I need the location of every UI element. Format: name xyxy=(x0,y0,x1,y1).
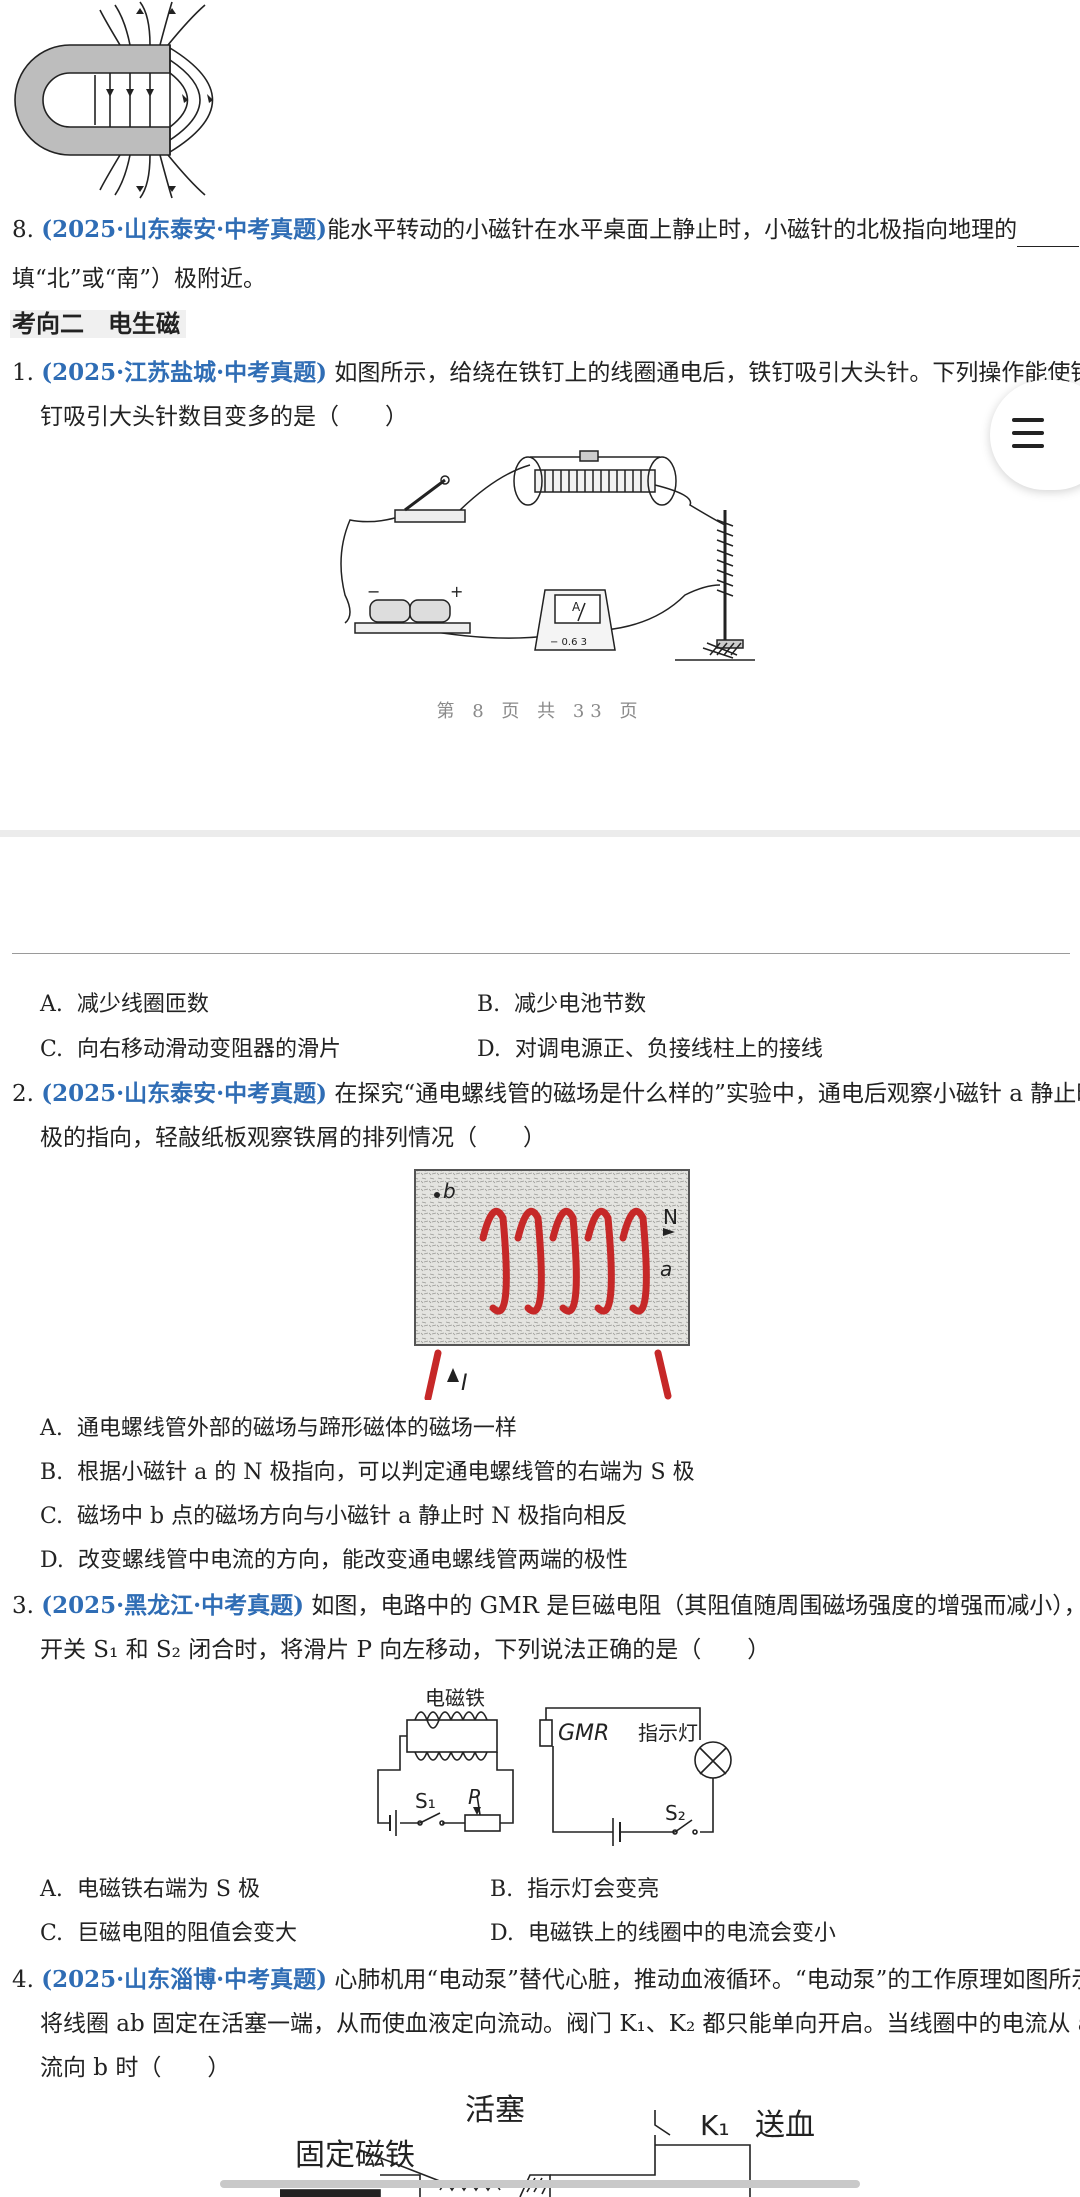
q1-option-c[interactable]: C. 向右移动滑动变阻器的滑片 xyxy=(40,1034,341,1066)
solenoid-figure: b N a I xyxy=(414,1169,690,1400)
page-footer: 第 8 页 共 33 页 xyxy=(436,701,644,722)
q2-option-c[interactable]: C. 磁场中 b 点的磁场方向与小磁针 a 静止时 N 极指向相反 xyxy=(40,1501,627,1533)
question-1-line1: 1. (2025·江苏盐城·中考真题) 如图所示，给绕在铁钉上的线圈通电后，铁钉… xyxy=(12,356,1080,390)
horseshoe-magnet-figure xyxy=(14,1,214,199)
option-text: 向右移动滑动变阻器的滑片 xyxy=(77,1037,342,1062)
section-title-text: 考向二 电生磁 xyxy=(10,310,186,338)
question-8-line1: 8. (2025·山东泰安·中考真题)能水平转动的小磁针在水平桌面上静止时，小磁… xyxy=(12,213,1080,247)
question-text: 如图，电路中的 GMR 是巨磁电阻（其阻值随周围磁场强度的增强而减小），当 xyxy=(311,1593,1080,1619)
q3-option-d[interactable]: D. 电磁铁上的线圈中的电流会变小 xyxy=(490,1918,836,1950)
switch-s1-label: S₁ xyxy=(415,1789,436,1813)
question-3-line1: 3. (2025·黑龙江·中考真题) 如图，电路中的 GMR 是巨磁电阻（其阻值… xyxy=(12,1589,1080,1623)
question-1-line2: 钉吸引大头针数目变多的是（ ） xyxy=(40,404,408,430)
option-key: D. xyxy=(490,1921,514,1946)
q3-option-c[interactable]: C. 巨磁电阻的阻值会变大 xyxy=(40,1918,297,1950)
answer-blank xyxy=(1017,224,1080,247)
option-text: 减少电池节数 xyxy=(514,992,647,1017)
option-key: B. xyxy=(40,1460,64,1485)
q3-option-b[interactable]: B. 指示灯会变亮 xyxy=(490,1874,659,1906)
question-text: 心肺机用“电动泵”替代心脏，推动血液循环。“电动泵”的工作原理如图所示， xyxy=(334,1967,1080,1993)
option-key: D. xyxy=(40,1548,64,1573)
question-text: 能水平转动的小磁针在水平桌面上静止时，小磁针的北极指向地理的 xyxy=(327,217,1018,243)
source-tag: (2025·江苏盐城·中考真题) xyxy=(41,359,328,386)
question-2-line2: 极的指向，轻敲纸板观察铁屑的排列情况（ ） xyxy=(40,1125,546,1151)
question-number: 3. xyxy=(12,1593,34,1619)
option-key: D. xyxy=(477,1037,501,1062)
option-text: 通电螺线管外部的磁场与蹄形磁体的磁场一样 xyxy=(76,1416,517,1441)
horizontal-scrollbar[interactable] xyxy=(220,2180,860,2188)
question-4-line2: 将线圈 ab 固定在活塞一端，从而使血液定向流动。阀门 K₁、K₂ 都只能单向开… xyxy=(40,2011,1080,2037)
question-text: 如图所示，给绕在铁钉上的线圈通电后，铁钉吸引大头针。下列操作能使铁 xyxy=(334,360,1080,386)
question-number: 1. xyxy=(12,360,34,386)
point-b-label: b xyxy=(443,1179,456,1203)
needle-a-label: a xyxy=(660,1257,672,1281)
question-8-line2: 填“北”或“南”）极附近。 xyxy=(12,266,267,292)
page-top-rule xyxy=(12,953,1070,954)
ammeter-scale-label: − 0.6 3 xyxy=(550,637,587,648)
q2-option-b[interactable]: B. 根据小磁针 a 的 N 极指向，可以判定通电螺线管的右端为 S 极 xyxy=(40,1457,695,1489)
option-text: 电磁铁右端为 S 极 xyxy=(76,1877,260,1902)
option-key: C. xyxy=(40,1504,64,1529)
question-number: 4. xyxy=(12,1967,34,1993)
question-3-line2: 开关 S₁ 和 S₂ 闭合时，将滑片 P 向左移动，下列说法正确的是（ ） xyxy=(40,1637,771,1663)
question-4-line1: 4. (2025·山东淄博·中考真题) 心肺机用“电动泵”替代心脏，推动血液循环… xyxy=(12,1963,1080,1997)
switch-s2-label: S₂ xyxy=(665,1801,686,1825)
option-text: 磁场中 b 点的磁场方向与小磁针 a 静止时 N 极指向相反 xyxy=(77,1504,628,1529)
question-text: 在探究“通电螺线管的磁场是什么样的”实验中，通电后观察小磁针 a 静止时 N xyxy=(334,1081,1080,1107)
circuit-figure-q1: − + A − 0.6 3 xyxy=(340,450,755,661)
electromagnet-label: 电磁铁 xyxy=(425,1686,485,1710)
question-number: 2. xyxy=(12,1081,34,1107)
source-tag: (2025·山东淄博·中考真题) xyxy=(41,1966,328,1993)
battery-plus-label: + xyxy=(450,582,463,601)
piston-label: 活塞 xyxy=(465,2093,525,2128)
option-key: B. xyxy=(477,992,501,1017)
valve-k1-label: K₁ xyxy=(700,2109,730,2142)
source-tag: (2025·黑龙江·中考真题) xyxy=(41,1592,305,1619)
source-tag: (2025·山东泰安·中考真题) xyxy=(41,1080,328,1107)
current-i-label: I xyxy=(461,1371,468,1396)
question-4-line3: 流向 b 时（ ） xyxy=(40,2055,231,2081)
indicator-lamp-label: 指示灯 xyxy=(638,1721,698,1745)
north-pole-label: N xyxy=(663,1205,678,1229)
option-key: B. xyxy=(490,1877,514,1902)
option-text: 改变螺线管中电流的方向，能改变通电螺线管两端的极性 xyxy=(77,1548,628,1573)
battery-minus-label: − xyxy=(367,582,380,601)
menu-button[interactable] xyxy=(990,380,1080,490)
slider-p-label: P xyxy=(468,1785,481,1809)
option-key: A. xyxy=(40,1416,63,1441)
option-text: 对调电源正、负接线柱上的接线 xyxy=(514,1037,823,1062)
option-key: C. xyxy=(40,1037,64,1062)
q3-option-a[interactable]: A. 电磁铁右端为 S 极 xyxy=(40,1874,260,1906)
fixed-magnet-label: 固定磁铁 xyxy=(295,2138,415,2173)
gmr-circuit-figure: 电磁铁 GMR 指示灯 S₁ P S₂ xyxy=(377,1686,732,1846)
question-number: 8. xyxy=(12,217,34,243)
ammeter-label: A xyxy=(572,600,581,614)
option-text: 电磁铁上的线圈中的电流会变小 xyxy=(527,1921,836,1946)
option-key: C. xyxy=(40,1921,64,1946)
q2-option-a[interactable]: A. 通电螺线管外部的磁场与蹄形磁体的磁场一样 xyxy=(40,1413,517,1445)
q1-option-b[interactable]: B. 减少电池节数 xyxy=(477,989,646,1021)
section-title: 考向二 电生磁 xyxy=(10,307,186,342)
gmr-label: GMR xyxy=(558,1721,609,1746)
source-tag: (2025·山东泰安·中考真题) xyxy=(41,216,328,243)
option-text: 减少线圈匝数 xyxy=(76,992,209,1017)
option-text: 根据小磁针 a 的 N 极指向，可以判定通电螺线管的右端为 S 极 xyxy=(77,1460,695,1485)
option-text: 巨磁电阻的阻值会变大 xyxy=(77,1921,298,1946)
send-blood-label: 送血 xyxy=(755,2108,815,2143)
question-2-line1: 2. (2025·山东泰安·中考真题) 在探究“通电螺线管的磁场是什么样的”实验… xyxy=(12,1077,1080,1111)
option-text: 指示灯会变亮 xyxy=(527,1877,660,1902)
q1-option-a[interactable]: A. 减少线圈匝数 xyxy=(40,989,209,1021)
page-separator xyxy=(0,830,1080,837)
option-key: A. xyxy=(40,1877,63,1902)
q2-option-d[interactable]: D. 改变螺线管中电流的方向，能改变通电螺线管两端的极性 xyxy=(40,1545,628,1577)
q1-option-d[interactable]: D. 对调电源正、负接线柱上的接线 xyxy=(477,1034,823,1066)
electric-pump-figure: 活塞 固定磁铁 K₁ 送血 xyxy=(280,2093,815,2197)
option-key: A. xyxy=(40,992,63,1017)
